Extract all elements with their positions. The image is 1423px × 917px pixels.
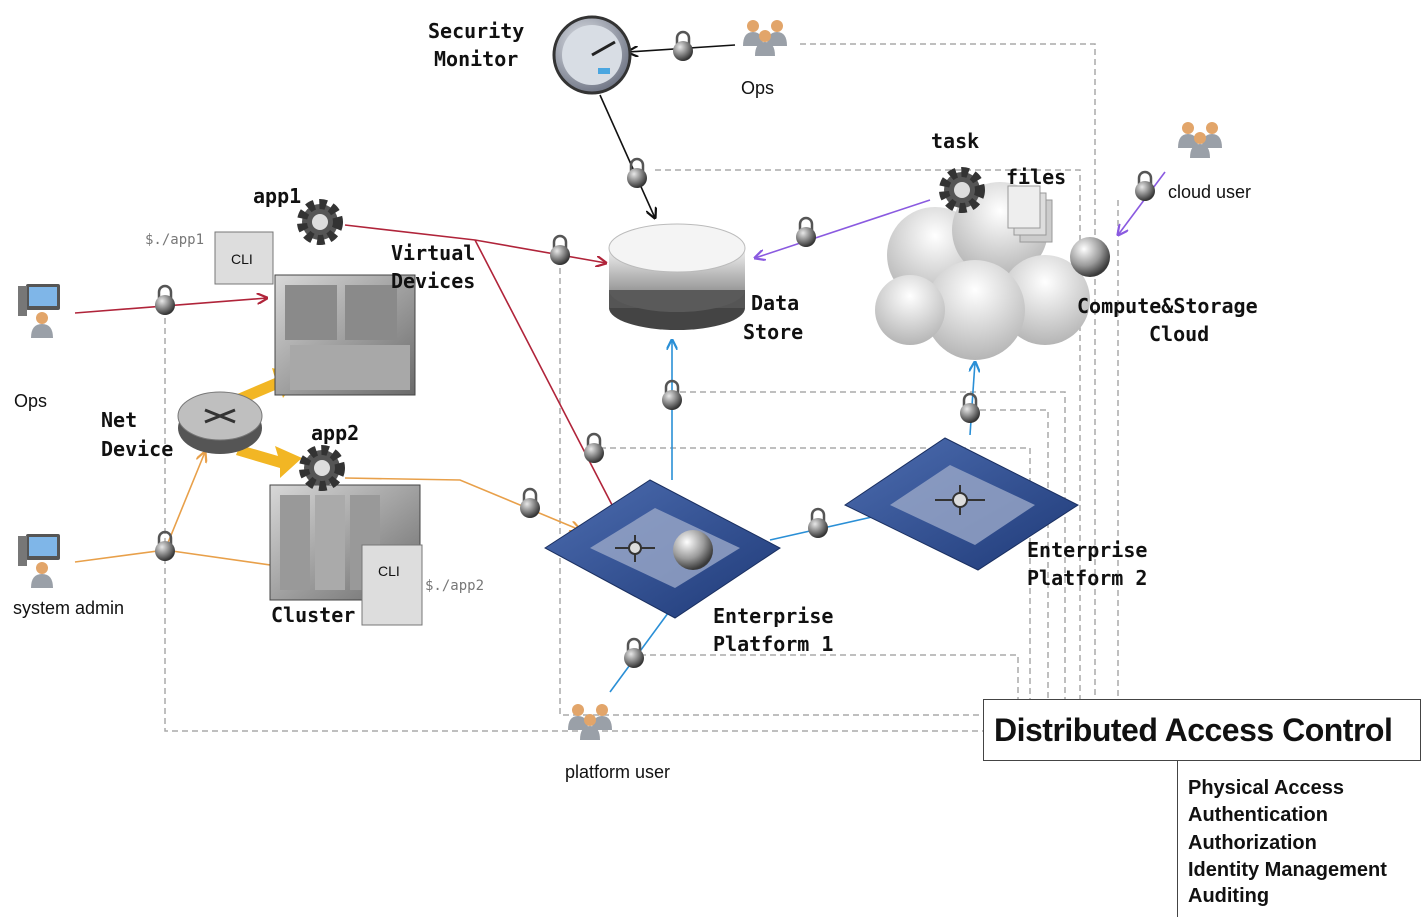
router-icon [177,391,263,454]
enterprise-platform-2[interactable] [844,437,1080,571]
gauge-icon [552,15,632,95]
net-device-label: Device [101,437,173,461]
virtual-devices-label: Devices [391,269,475,293]
lock-icon [958,392,982,425]
task-gear-icon [944,172,980,208]
access-control-item: Authentication [1188,804,1328,826]
system-admin-label: system admin [13,598,124,618]
link-app1-to-platform1 [474,239,625,530]
app1-gear-icon [302,204,338,240]
task-label: task [931,129,979,153]
net-device[interactable] [177,391,263,454]
link-app2-to-platform1 [344,477,580,530]
files-label: files [1006,165,1066,189]
cloud-user-label: cloud user [1168,182,1251,202]
data-store-label: Data [751,291,799,315]
globe-icon [1070,237,1110,277]
security-monitor[interactable] [552,15,632,95]
compute-storage-label: Compute&Storage [1077,294,1258,318]
compute-storage-label: Cloud [1149,322,1209,346]
access-control-item: Authorization [1188,832,1317,854]
platform-hub-icon [615,535,655,562]
ops-label: Ops [741,78,774,98]
platform-user-label: platform user [565,762,670,782]
cloud-icon [875,182,1090,360]
data-store-label: Store [743,320,803,344]
cluster[interactable]: CLI [269,450,423,626]
access-control-wiring [164,43,1119,732]
access-control-title-box: Distributed Access Control [983,699,1421,761]
app2-gear-icon [304,450,340,486]
lock-icon [582,432,606,465]
lock-icon [1133,170,1157,203]
link-platform2-to-cloud [970,362,975,436]
platform-hub-icon [935,485,985,515]
lock-icon [625,157,649,190]
cloud-user-group-icon[interactable] [1178,122,1222,158]
ops-group-icon[interactable] [743,20,787,56]
lock-icon [806,507,830,540]
compute-storage-cloud[interactable] [875,172,1110,360]
server-rack-icon [274,274,416,396]
data-store[interactable] [608,223,746,330]
app2-label: app2 [311,421,359,445]
link-task-to-datastore [755,199,931,258]
lock-icon [153,530,177,563]
security-monitor-label: Security [428,19,524,43]
enterprise-platform-1-label: Enterprise [713,604,833,628]
ops-workstation-icon[interactable] [18,284,60,338]
access-control-title: Distributed Access Control [994,712,1393,748]
enterprise-platform-1-label: Platform 1 [713,632,833,656]
document-stack-icon [1007,185,1053,243]
cluster-label: Cluster [271,603,355,627]
virtual-devices-label: Virtual [391,241,475,265]
link-admin-to-router [74,452,205,563]
ops-label: Ops [14,391,47,411]
link-monitor-to-datastore [599,94,655,218]
cli-window-icon: CLI [214,231,274,285]
cli-label: CLI [378,563,400,579]
virtual-devices-rack[interactable]: CLI [214,204,416,396]
globe-icon [673,530,713,570]
lock-icon [671,30,695,63]
app1-path-label: $./app1 [145,232,204,248]
enterprise-platform-2-label: Enterprise [1027,538,1147,562]
lock-icon [622,637,646,670]
access-control-list: Physical Access Authentication Authoriza… [1177,761,1423,917]
link-clouduser-to-compute [1118,171,1166,235]
access-control-item: Physical Access [1188,777,1345,799]
app2-path-label: $./app2 [425,578,484,594]
enterprise-platform-2-label: Platform 2 [1027,566,1147,590]
lock-icon [153,284,177,317]
lock-icon [794,216,818,249]
enterprise-platform-1[interactable] [544,479,781,619]
access-control-item: Identity Management [1188,859,1387,881]
platform-user-group-icon[interactable] [568,704,612,740]
access-control-item: Auditing [1188,885,1270,907]
net-device-label: Net [101,408,137,432]
lock-icon [548,234,572,267]
app1-label: app1 [253,184,301,208]
cli-label: CLI [231,251,253,267]
lock-icon [518,487,542,520]
security-monitor-label: Monitor [434,47,518,71]
cli-window-icon: CLI [361,544,423,626]
database-icon [608,223,746,330]
admin-workstation-icon[interactable] [18,534,60,588]
